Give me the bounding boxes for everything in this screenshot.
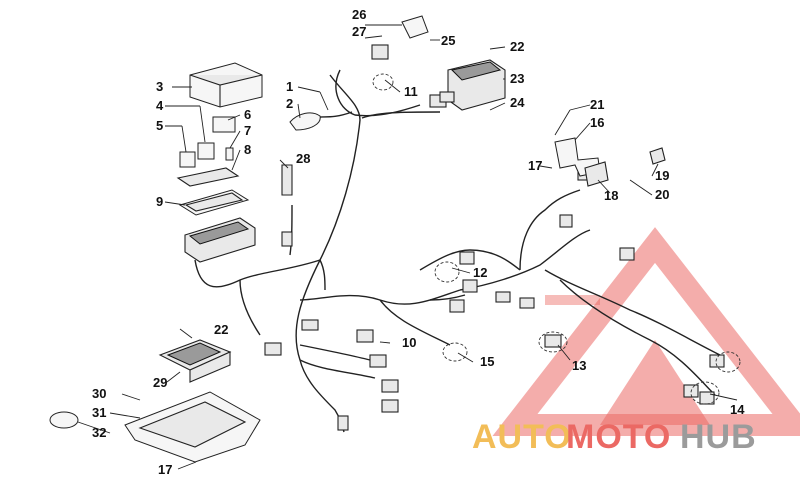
callout-18: 18 bbox=[604, 188, 618, 203]
relay-bracket-26 bbox=[401, 15, 429, 39]
ecu-bracket-2 bbox=[289, 112, 321, 131]
callout-1: 1 bbox=[286, 79, 293, 94]
callout-11: 11 bbox=[404, 84, 418, 99]
callout-3: 3 bbox=[156, 79, 163, 94]
callout-21: 21 bbox=[590, 97, 604, 112]
callout-5: 5 bbox=[156, 118, 163, 133]
callout-31: 31 bbox=[92, 405, 106, 420]
callout-19: 19 bbox=[655, 168, 669, 183]
ecu-module bbox=[158, 339, 232, 383]
callout-20: 20 bbox=[655, 187, 669, 202]
callout-4: 4 bbox=[156, 98, 164, 113]
callout-25: 25 bbox=[441, 33, 455, 48]
callout-27: 27 bbox=[352, 24, 366, 39]
sensor-28 bbox=[281, 164, 293, 247]
fuse-7 bbox=[225, 147, 234, 161]
switch-19 bbox=[649, 147, 666, 165]
fuse-box-gasket bbox=[178, 189, 250, 216]
watermark-text-auto: AUTO bbox=[472, 418, 572, 456]
callout-28: 28 bbox=[296, 151, 310, 166]
watermark-logo: AUTO MOTO HUB bbox=[472, 227, 800, 456]
main-wiring-harness bbox=[194, 69, 721, 433]
callout-17-right: 17 bbox=[528, 158, 542, 173]
callout-14: 14 bbox=[730, 402, 745, 417]
leader-lines bbox=[77, 24, 738, 470]
callout-12: 12 bbox=[473, 265, 487, 280]
relay-box-cover bbox=[189, 62, 263, 108]
bracket-16-18 bbox=[554, 137, 609, 187]
callout-labels: 3 4 5 6 7 8 9 1 2 26 27 25 11 22 23 24 2… bbox=[92, 7, 745, 477]
voltage-regulator bbox=[429, 59, 506, 111]
callout-26: 26 bbox=[352, 7, 366, 22]
callout-22-top: 22 bbox=[510, 39, 524, 54]
callout-9: 9 bbox=[156, 194, 163, 209]
watermark-text-moto: MOTO bbox=[566, 418, 671, 456]
relay-5 bbox=[179, 151, 196, 168]
callout-30: 30 bbox=[92, 386, 106, 401]
callout-15: 15 bbox=[480, 354, 494, 369]
callout-7: 7 bbox=[244, 123, 251, 138]
callout-6: 6 bbox=[244, 107, 251, 122]
callout-16: 16 bbox=[590, 115, 604, 130]
cable-tie-32 bbox=[49, 411, 79, 429]
fuse-label-strip bbox=[176, 167, 240, 187]
watermark-text-hub: HUB bbox=[680, 418, 757, 456]
relay-6 bbox=[212, 116, 236, 133]
callout-17-left: 17 bbox=[158, 462, 172, 477]
callout-22-bottom: 22 bbox=[214, 322, 228, 337]
callout-8: 8 bbox=[244, 142, 251, 157]
detail-circles bbox=[372, 73, 741, 405]
fuse-box bbox=[184, 217, 256, 263]
watermark-triangle-mark bbox=[492, 227, 800, 436]
battery-tray bbox=[124, 391, 261, 463]
callout-29: 29 bbox=[153, 375, 167, 390]
connector-top bbox=[371, 44, 389, 60]
callout-10: 10 bbox=[402, 335, 416, 350]
relay-4 bbox=[197, 142, 215, 160]
callout-32: 32 bbox=[92, 425, 106, 440]
callout-24: 24 bbox=[510, 95, 525, 110]
callout-23: 23 bbox=[510, 71, 524, 86]
callout-13: 13 bbox=[572, 358, 586, 373]
callout-2: 2 bbox=[286, 96, 293, 111]
